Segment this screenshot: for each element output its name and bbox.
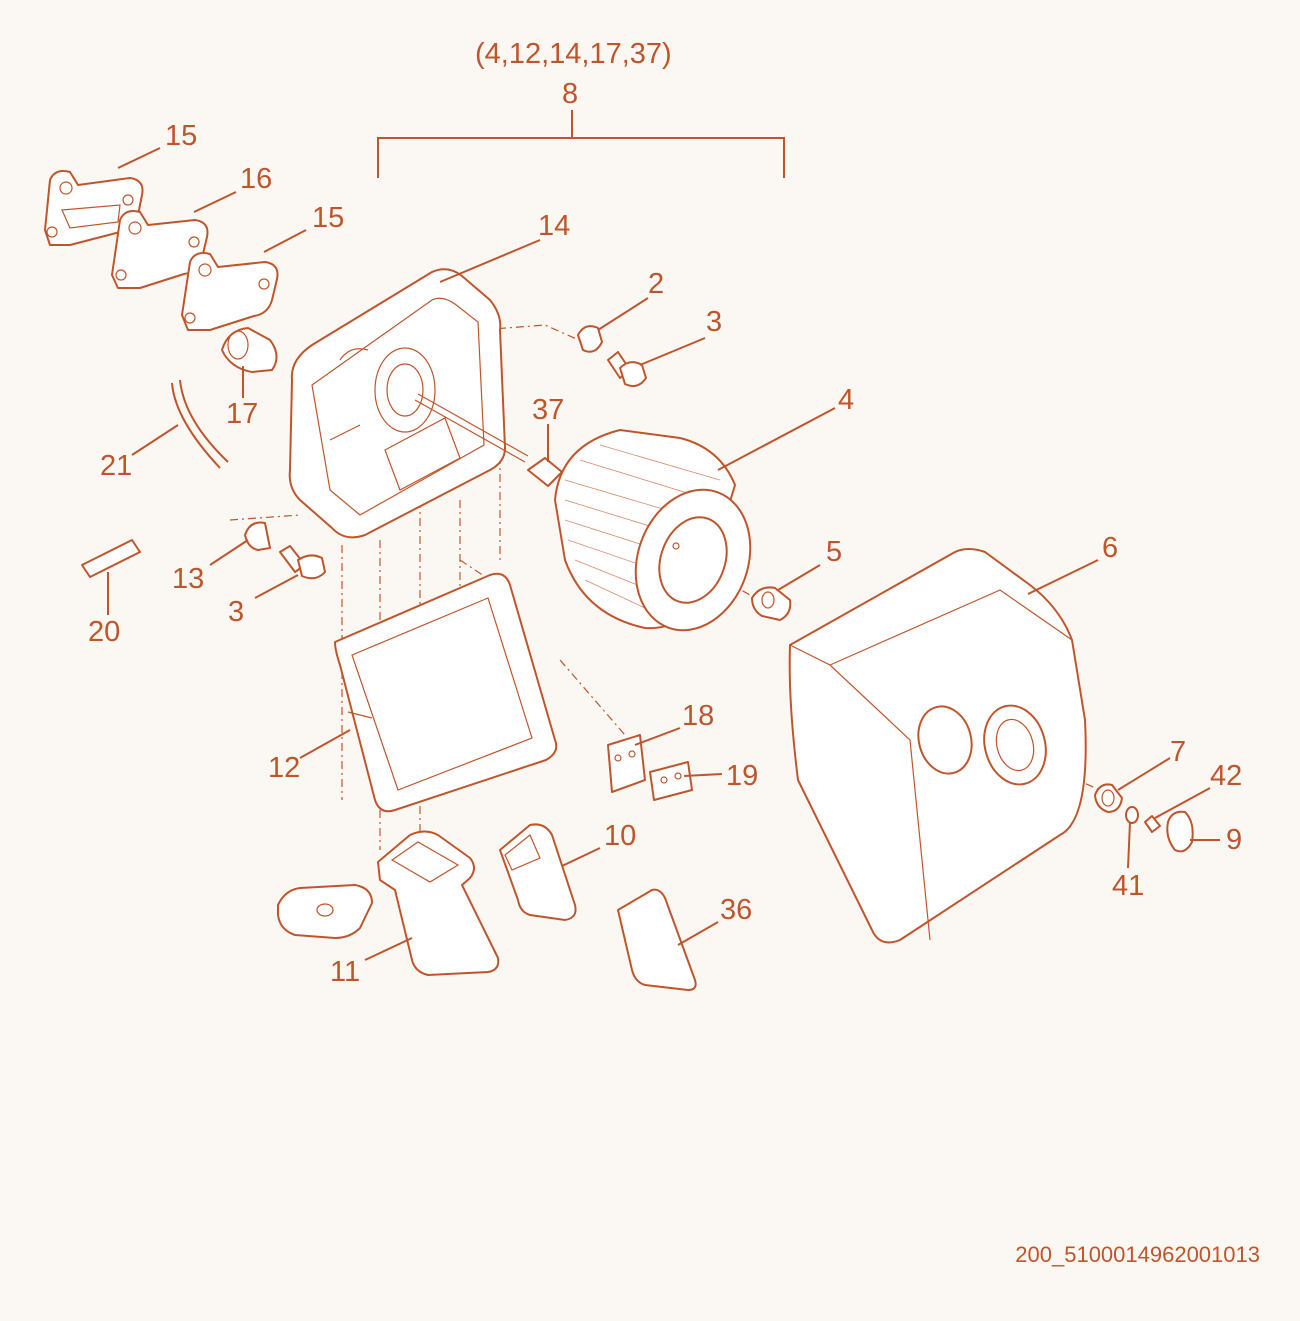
part-7-grommet	[1094, 783, 1123, 813]
part-11-intake	[277, 830, 500, 976]
callout-2: 2	[648, 268, 665, 300]
part-17-plug	[221, 327, 278, 373]
group-ref-label: 8	[562, 78, 579, 110]
callout-41: 41	[1112, 870, 1145, 902]
callout-5: 5	[826, 536, 843, 568]
callout-42: 42	[1210, 760, 1243, 792]
callout-11: 11	[330, 956, 361, 988]
callout-9: 9	[1226, 824, 1243, 856]
part-3-screw-top	[607, 351, 647, 387]
gasket-15-bottom	[181, 252, 279, 331]
part-3-screw-bottom	[279, 545, 326, 580]
callout-10: 10	[604, 820, 637, 852]
callout-3-bottom: 3	[228, 596, 245, 628]
part-5-nut	[751, 586, 792, 621]
callout-19: 19	[726, 760, 759, 792]
callout-15-top: 15	[165, 120, 198, 152]
callout-6: 6	[1102, 532, 1119, 564]
callout-37: 37	[532, 394, 565, 426]
callout-12: 12	[268, 752, 301, 784]
part-41-washer	[1125, 806, 1139, 824]
callout-3-top: 3	[706, 306, 723, 338]
callout-13: 13	[172, 563, 205, 595]
part-2-washer	[577, 325, 603, 353]
part-36-pad	[617, 888, 697, 991]
part-37-spacer	[527, 457, 563, 487]
group-bracket	[377, 110, 785, 178]
callout-18: 18	[682, 700, 715, 732]
callout-14: 14	[538, 210, 571, 242]
callout-21: 21	[100, 450, 133, 482]
callout-15-bottom: 15	[312, 202, 345, 234]
part-4-filter	[554, 429, 752, 632]
part-9-cap	[1166, 810, 1194, 853]
threaded-rod	[414, 393, 529, 463]
part-42-screw	[1144, 815, 1161, 833]
part-20-key	[81, 539, 141, 578]
leader-lines	[107, 147, 1220, 961]
part-6-cover	[788, 548, 1087, 944]
part-21-hose	[171, 379, 229, 469]
callout-20: 20	[88, 616, 121, 648]
callout-36: 36	[720, 894, 753, 926]
part-13-clip	[244, 521, 271, 551]
drawing-id: 200_5100014962001013	[1015, 1242, 1260, 1267]
part-18-plate	[607, 734, 646, 793]
part-19-plate	[649, 761, 693, 801]
callout-17: 17	[226, 398, 259, 430]
callout-7: 7	[1170, 736, 1187, 768]
part-10-duct	[499, 823, 577, 921]
callout-4: 4	[838, 384, 855, 416]
group-list-label: (4,12,14,17,37)	[475, 38, 672, 70]
part-14-housing	[288, 268, 506, 539]
part-12-gasket	[334, 572, 558, 813]
callout-16: 16	[240, 163, 273, 195]
